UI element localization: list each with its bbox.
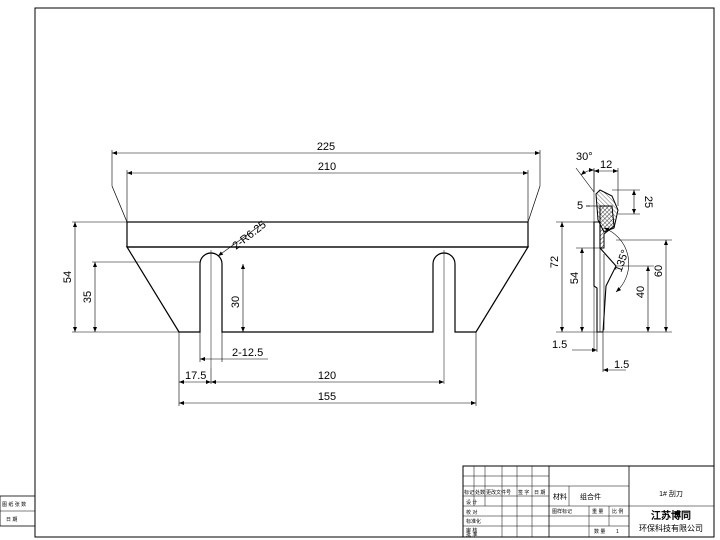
company-name: 江苏博同	[651, 509, 691, 522]
blade-outline	[111, 185, 541, 248]
dim-1-5-left: 1.5	[552, 339, 567, 351]
front-dimensions	[72, 150, 541, 406]
rev-header-3: 签 字	[518, 489, 529, 496]
dim-225: 225	[317, 141, 335, 153]
front-view	[111, 185, 541, 384]
rev-header-4: 日 期	[534, 490, 545, 496]
main-plate	[125, 246, 530, 333]
dim-120: 120	[318, 370, 336, 382]
title-block	[0, 465, 715, 538]
dim-54-side: 54	[569, 272, 581, 284]
blade-section	[599, 205, 615, 249]
material-value: 组合件	[580, 492, 601, 501]
title-block-text: 标记 处数 更改文件号 签 字 日 期 设 计 校 对 标准化 审 核 批 准 …	[2, 489, 703, 538]
rev-header-0: 标记	[464, 489, 474, 496]
sign-row-2: 标准化	[466, 518, 481, 525]
dim-25: 25	[642, 196, 654, 208]
dim-5: 5	[577, 200, 583, 212]
sheet-border	[34, 7, 715, 538]
part-name: 1# 刮刀	[659, 489, 683, 498]
dim-72: 72	[549, 256, 561, 268]
dim-2-12-5: 2-12.5	[232, 347, 263, 359]
dim-155: 155	[318, 391, 336, 403]
sign-row-4: 批 准	[466, 531, 477, 538]
top-strip	[126, 221, 529, 248]
blade-plate	[593, 221, 617, 333]
sign-row-3: 审 核	[466, 527, 477, 534]
side-label-2: 日 期	[6, 517, 17, 523]
side-label-1: 图 纸 张 数	[2, 501, 26, 508]
dim-35: 35	[82, 291, 94, 303]
count-label: 数 量	[594, 528, 605, 535]
dim-30: 30	[230, 296, 242, 308]
dim-60: 60	[653, 265, 665, 277]
weight-label: 重 量	[592, 508, 603, 515]
dim-17-5: 17.5	[185, 370, 206, 382]
dim-12: 12	[600, 159, 612, 171]
dim-30-deg: 30°	[576, 151, 593, 163]
count-value: 1	[616, 529, 619, 535]
rev-header-1: 处数	[475, 489, 485, 496]
side-dimensions	[556, 167, 672, 372]
dim-210: 210	[318, 161, 336, 173]
front-dim-labels: 225 210 2-R6.25 54 35 30 2-12.5 17.5 120…	[62, 141, 336, 403]
dim-54: 54	[62, 271, 74, 283]
material-label: 材料	[553, 492, 567, 501]
rev-header-2: 更改文件号	[486, 489, 511, 496]
sign-row-0: 设 计	[466, 499, 477, 506]
dim-40: 40	[635, 286, 647, 298]
scale-label: 比 例	[612, 508, 623, 515]
side-view	[593, 170, 619, 352]
company-name-2: 环保科技有限公司	[639, 523, 703, 533]
sign-row-1: 校 对	[466, 509, 477, 516]
dim-1-5-right: 1.5	[614, 359, 629, 371]
side-dim-labels: 30° 12 5 25 72 54 135° 60 40 1.5 1.5	[549, 151, 665, 371]
stage-label: 图样标记	[552, 508, 572, 515]
